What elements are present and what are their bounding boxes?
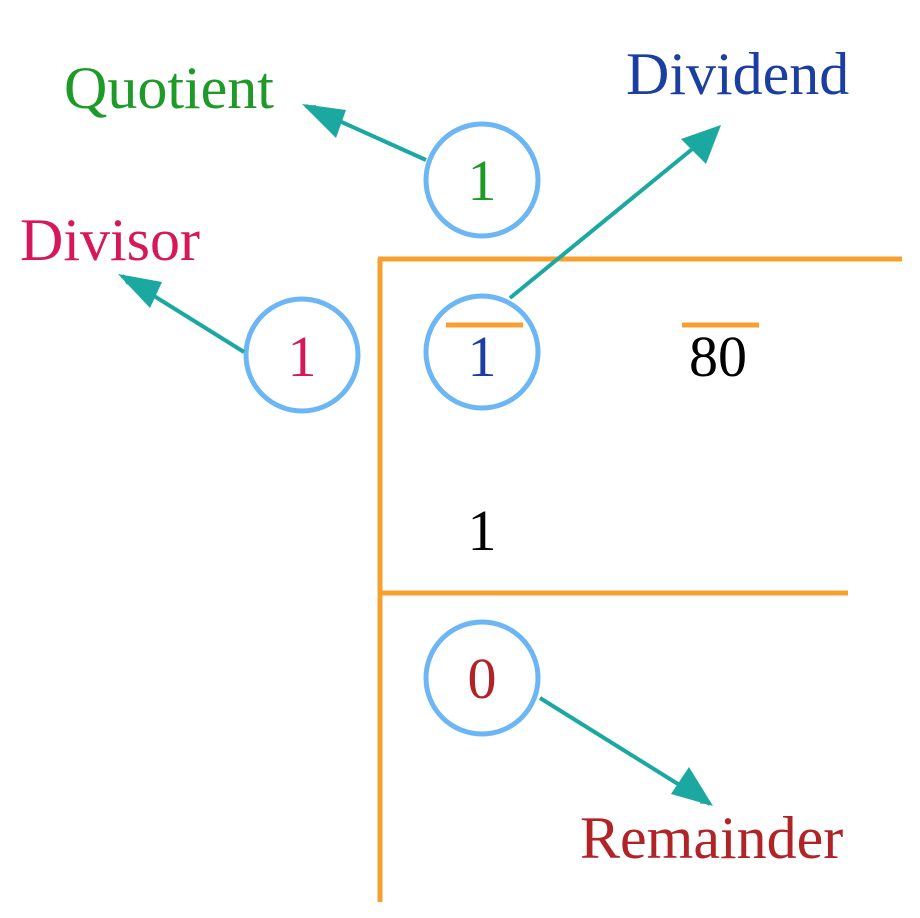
- subtracted-value: 1: [468, 498, 497, 563]
- dividend-circle: [423, 293, 541, 411]
- dividend-label: Dividend: [626, 41, 849, 107]
- dividend-arrow: [508, 126, 720, 300]
- dividend-second-group: 80: [689, 324, 747, 389]
- remainder-digit: 0: [468, 646, 497, 711]
- division-bracket: [377, 256, 902, 902]
- remainder-arrowhead-icon: [671, 767, 713, 806]
- remainder-label: Remainder: [580, 805, 843, 871]
- divisor-arrowhead-icon: [118, 274, 162, 308]
- quotient-digit: 1: [468, 148, 497, 213]
- quotient-arrowhead-icon: [302, 104, 346, 138]
- divisor-digit: 1: [288, 324, 317, 389]
- remainder-circle: [423, 619, 541, 737]
- quotient-label: Quotient: [64, 55, 274, 121]
- divisor-circle: [243, 296, 361, 414]
- dividend-first-group: 1: [468, 324, 497, 389]
- quotient-circle: [423, 121, 541, 239]
- divisor-label: Divisor: [20, 207, 200, 273]
- dividend-arrowhead-icon: [681, 125, 721, 164]
